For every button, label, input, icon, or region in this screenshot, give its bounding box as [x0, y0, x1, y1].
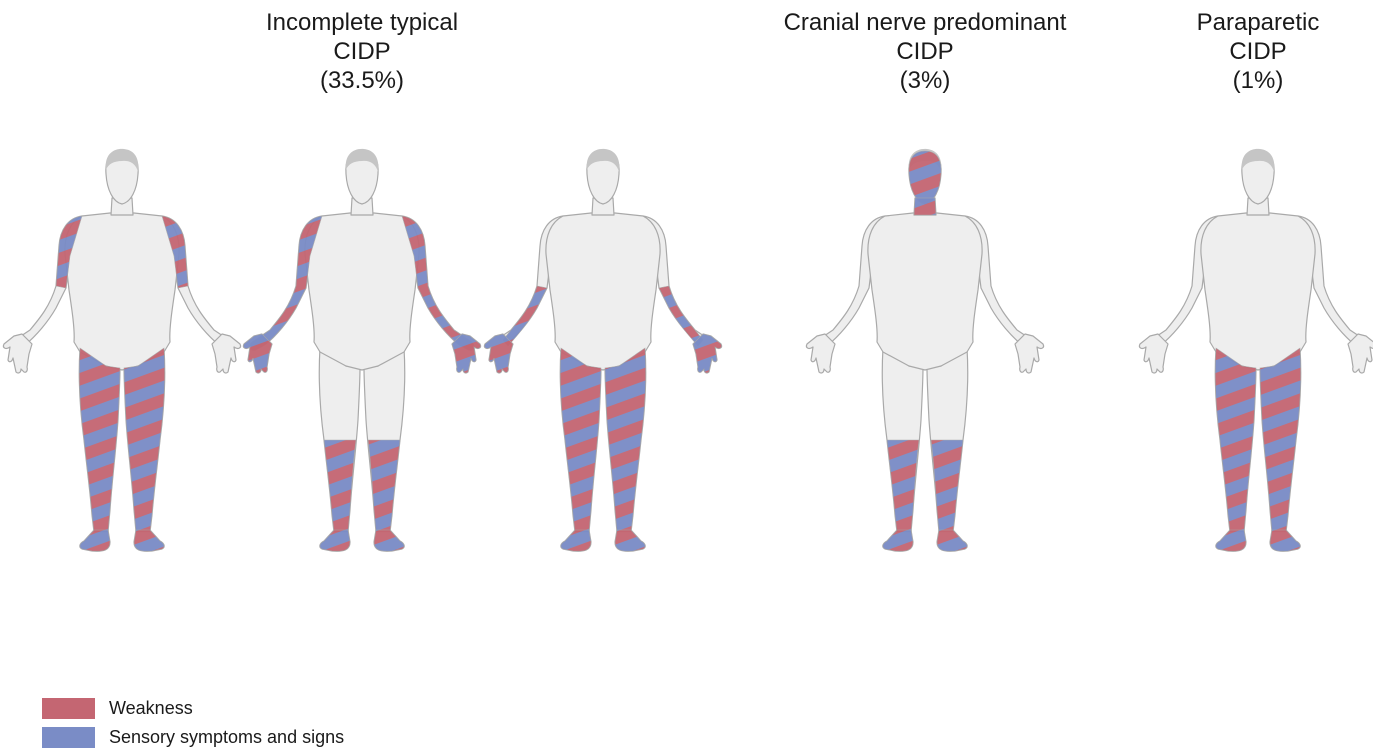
- legend-item-weakness: Weakness: [42, 694, 344, 723]
- affected-left-foot: [80, 530, 110, 551]
- figure-incomplete-typical-2: [243, 149, 480, 551]
- torso: [546, 213, 660, 370]
- affected-left-foot: [1216, 530, 1246, 551]
- affected-left-leg: [1215, 348, 1256, 532]
- affected-right-hand: [693, 334, 722, 373]
- affected-left-foot: [561, 530, 591, 551]
- torso: [65, 213, 179, 370]
- affected-right-foot: [134, 530, 164, 551]
- legend-swatch-sensory: [42, 727, 95, 748]
- affected-right-leg: [1260, 348, 1301, 532]
- right-hand: [1348, 334, 1373, 373]
- affected-left-forearm: [503, 286, 547, 346]
- affected-left-leg: [560, 348, 601, 532]
- legend-swatch-weakness: [42, 698, 95, 719]
- affected-left-hand: [484, 334, 513, 373]
- left-hand: [806, 334, 835, 373]
- figure-cranial-nerve-predominant: [806, 149, 1043, 551]
- left-hand: [3, 334, 32, 373]
- affected-head: [909, 151, 941, 204]
- affected-right-hand: [452, 334, 481, 373]
- figure-incomplete-typical-1: [3, 149, 240, 551]
- torso: [305, 213, 419, 370]
- affected-right-foot: [374, 530, 404, 551]
- affected-right-foot: [615, 530, 645, 551]
- left-hand: [1139, 334, 1168, 373]
- affected-left-hand: [243, 334, 272, 373]
- legend: Weakness Sensory symptoms and signs: [42, 694, 344, 752]
- legend-label-sensory: Sensory symptoms and signs: [109, 727, 344, 748]
- legend-item-sensory: Sensory symptoms and signs: [42, 723, 344, 752]
- figure-paraparetic: [1139, 149, 1373, 551]
- affected-right-leg: [605, 348, 646, 532]
- torso: [1201, 213, 1315, 370]
- affected-right-leg: [124, 348, 165, 532]
- body-figures: [0, 0, 1373, 680]
- affected-neck: [914, 198, 936, 215]
- affected-right-foot: [1270, 530, 1300, 551]
- affected-right-forearm: [659, 286, 703, 346]
- right-hand: [1015, 334, 1044, 373]
- affected-right-foot: [937, 530, 967, 551]
- figure-incomplete-typical-3: [484, 149, 721, 551]
- legend-label-weakness: Weakness: [109, 698, 193, 719]
- right-hand: [212, 334, 241, 373]
- torso: [868, 213, 982, 370]
- affected-left-foot: [320, 530, 350, 551]
- affected-left-leg: [79, 348, 120, 532]
- affected-left-foot: [883, 530, 913, 551]
